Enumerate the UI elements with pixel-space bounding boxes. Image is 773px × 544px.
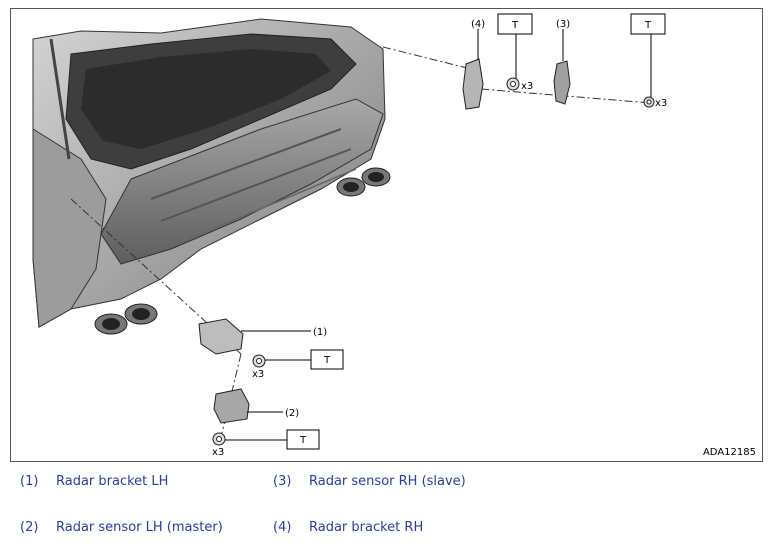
legend-text: Radar bracket RH [309,520,424,535]
svg-text:T: T [323,355,331,366]
legend-num: (1) [20,474,39,489]
qty-label-4: x3 [212,447,224,458]
legend-item-3: (3) Radar sensor RH (slave) [273,474,466,489]
radar-sensor-rh-drawing [553,29,571,105]
radar-bracket-lh-drawing [198,318,311,355]
legend-item-1: (1) Radar bracket LH [20,474,168,489]
svg-text:T: T [299,435,307,446]
exploded-view-illustration: T T T T (4) (3) (1) (2) x3 x3 x3 x3 [32,13,667,458]
svg-text:T: T [511,20,519,31]
torque-box-1: T [497,13,533,35]
legend-item-4: (4) Radar bracket RH [273,520,423,535]
legend-num: (3) [273,474,292,489]
vehicle-rear-body [32,18,391,335]
torque-box-4: T [286,429,320,450]
qty-label-1: x3 [521,81,533,92]
torque-box-3: T [310,349,344,370]
callout-1: (1) [313,327,327,338]
diagram-frame: T T T T (4) (3) (1) (2) x3 x3 x3 x3 ADA1… [10,8,763,462]
radar-sensor-lh-drawing [213,388,283,424]
callout-4: (4) [471,19,485,30]
callout-3: (3) [556,19,570,30]
legend-num: (4) [273,520,292,535]
radar-bracket-rh-drawing [462,29,484,110]
qty-label-3: x3 [252,369,264,380]
qty-label-2: x3 [655,98,667,109]
legend-text: Radar sensor RH (slave) [309,474,466,489]
legend-num: (2) [20,520,39,535]
diagram-code: ADA12185 [702,447,756,458]
torque-box-2: T [630,13,666,35]
torque-leaders [225,34,652,441]
svg-text:T: T [644,20,652,31]
legend-text: Radar bracket LH [56,474,169,489]
nut-icons [212,77,655,446]
legend-item-2: (2) Radar sensor LH (master) [20,520,223,535]
legend-text: Radar sensor LH (master) [56,520,223,535]
callout-2: (2) [285,408,299,419]
